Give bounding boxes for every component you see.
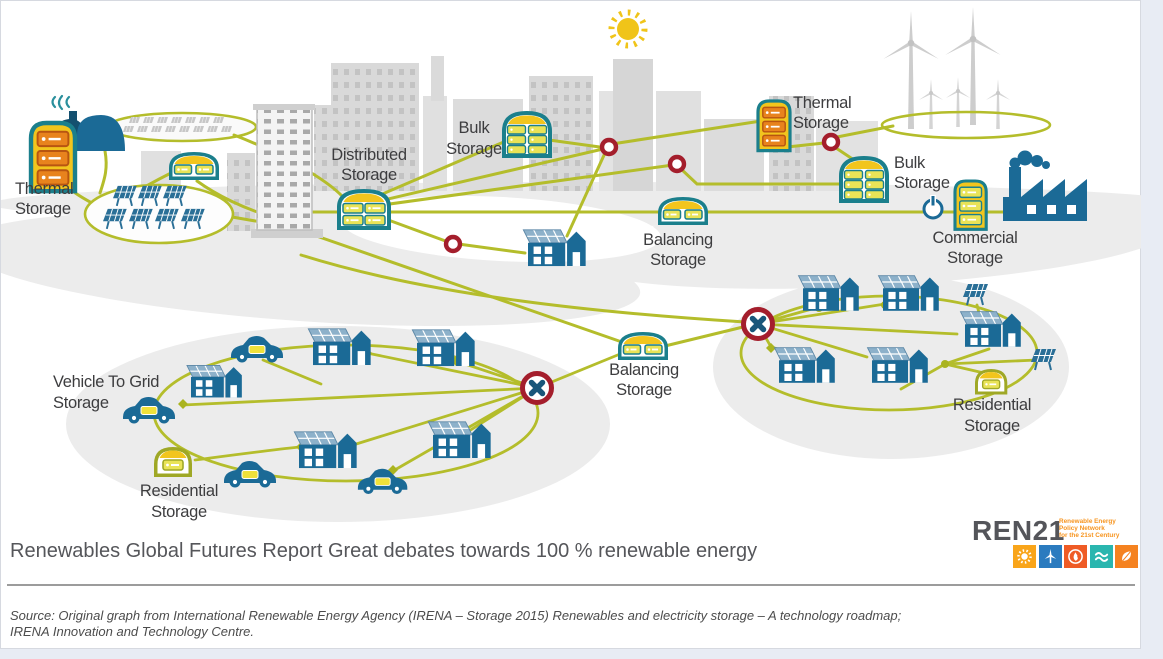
balancing-storage-low-icon	[617, 331, 669, 361]
solar-house-icon	[186, 364, 243, 398]
figure-title: Renewables Global Futures Report Great d…	[10, 540, 758, 562]
office-building	[251, 104, 323, 238]
hub-node-icon	[744, 310, 773, 339]
residential-storage-left-icon	[153, 446, 193, 478]
grid-node-icon	[670, 157, 684, 171]
label-vehicle-to-grid: Vehicle To Grid	[53, 373, 159, 391]
ren21-waves-icon	[1089, 545, 1113, 568]
ren21-icon-squares	[1013, 545, 1138, 568]
ren21-wind-icon	[1038, 545, 1062, 568]
ren21-leaf-icon	[1115, 545, 1138, 568]
svg-text:Storage: Storage	[151, 503, 207, 521]
ren21-tagline: Renewable Energy Policy Network for the …	[1059, 518, 1120, 539]
label-distributed: Distributed	[331, 146, 407, 164]
source-line-1: Source: Original graph from Internationa…	[10, 608, 902, 623]
hub-node-icon	[523, 374, 552, 403]
ren21-flame-icon	[1064, 545, 1087, 568]
diagram-labels: Thermal Storage Distributed Storage Bulk…	[15, 94, 1031, 521]
svg-text:Storage: Storage	[894, 174, 950, 192]
solar-house-icon	[797, 275, 860, 312]
source-note: Source: Original graph from Internationa…	[10, 608, 901, 639]
ren21-wordmark: REN21	[972, 515, 1065, 546]
label-residential-left: Residential	[140, 482, 218, 500]
bulk-storage-top-icon	[501, 110, 553, 159]
wind-farm	[880, 7, 1052, 140]
svg-text:Storage: Storage	[947, 249, 1003, 267]
divider-line	[7, 584, 1135, 586]
svg-text:Storage: Storage	[15, 200, 71, 218]
sun-icon	[608, 9, 648, 49]
solar-house-icon	[307, 328, 372, 366]
svg-text:Storage: Storage	[53, 394, 109, 412]
svg-text:Storage: Storage	[446, 140, 502, 158]
residential-storage-right-icon	[974, 368, 1008, 396]
grid-node-icon	[446, 237, 460, 251]
factory-icon	[1003, 150, 1087, 221]
infographic-canvas: Thermal Storage Distributed Storage Bulk…	[0, 0, 1141, 649]
solar-house-icon	[959, 311, 1022, 348]
skyline-building	[331, 63, 419, 191]
solar-panel-group	[83, 183, 235, 245]
svg-text:Storage: Storage	[793, 114, 849, 132]
distributed-storage-icon	[336, 188, 392, 231]
label-thermal-right: Thermal	[793, 94, 851, 112]
balancing-storage-mid-icon	[657, 196, 709, 226]
label-residential-right: Residential	[953, 396, 1031, 414]
solar-house-icon	[411, 329, 476, 367]
storage-network-diagram: Thermal Storage Distributed Storage Bulk…	[1, 7, 1141, 522]
solar-house-icon	[866, 347, 929, 384]
wind-farm-ellipse	[880, 110, 1052, 140]
solar-house-icon	[773, 347, 836, 384]
label-thermal-left: Thermal	[15, 180, 73, 198]
cluster-lines	[152, 294, 1039, 483]
svg-text:Storage: Storage	[964, 417, 1020, 435]
svg-text:Storage: Storage	[341, 166, 397, 184]
label-balancing-low: Balancing	[609, 361, 679, 379]
label-bulk-right: Bulk	[894, 154, 926, 172]
bulk-storage-right-icon	[838, 155, 890, 204]
solar-array-field	[106, 111, 258, 143]
ren21-sun-icon	[1013, 545, 1036, 568]
label-balancing-mid: Balancing	[643, 231, 713, 249]
source-line-2: IRENA Innovation and Technology Centre.	[10, 623, 255, 639]
solar-house-icon	[293, 431, 358, 469]
grid-node-icon	[602, 140, 616, 154]
solar-house-icon	[877, 275, 940, 312]
solar-house-icon	[522, 229, 587, 267]
ren21-logo: REN21 Renewable Energy Policy Network fo…	[972, 515, 1140, 575]
svg-text:Storage: Storage	[650, 251, 706, 269]
svg-text:Storage: Storage	[616, 381, 672, 399]
solar-house-icon	[427, 421, 492, 459]
storage-dome-upper-left-icon	[168, 151, 220, 181]
thermal-storage-right-icon	[756, 99, 792, 153]
label-bulk-top: Bulk	[459, 119, 491, 137]
label-commercial: Commercial	[932, 229, 1017, 247]
commercial-storage-icon	[953, 179, 988, 231]
grid-node-icon	[824, 135, 838, 149]
